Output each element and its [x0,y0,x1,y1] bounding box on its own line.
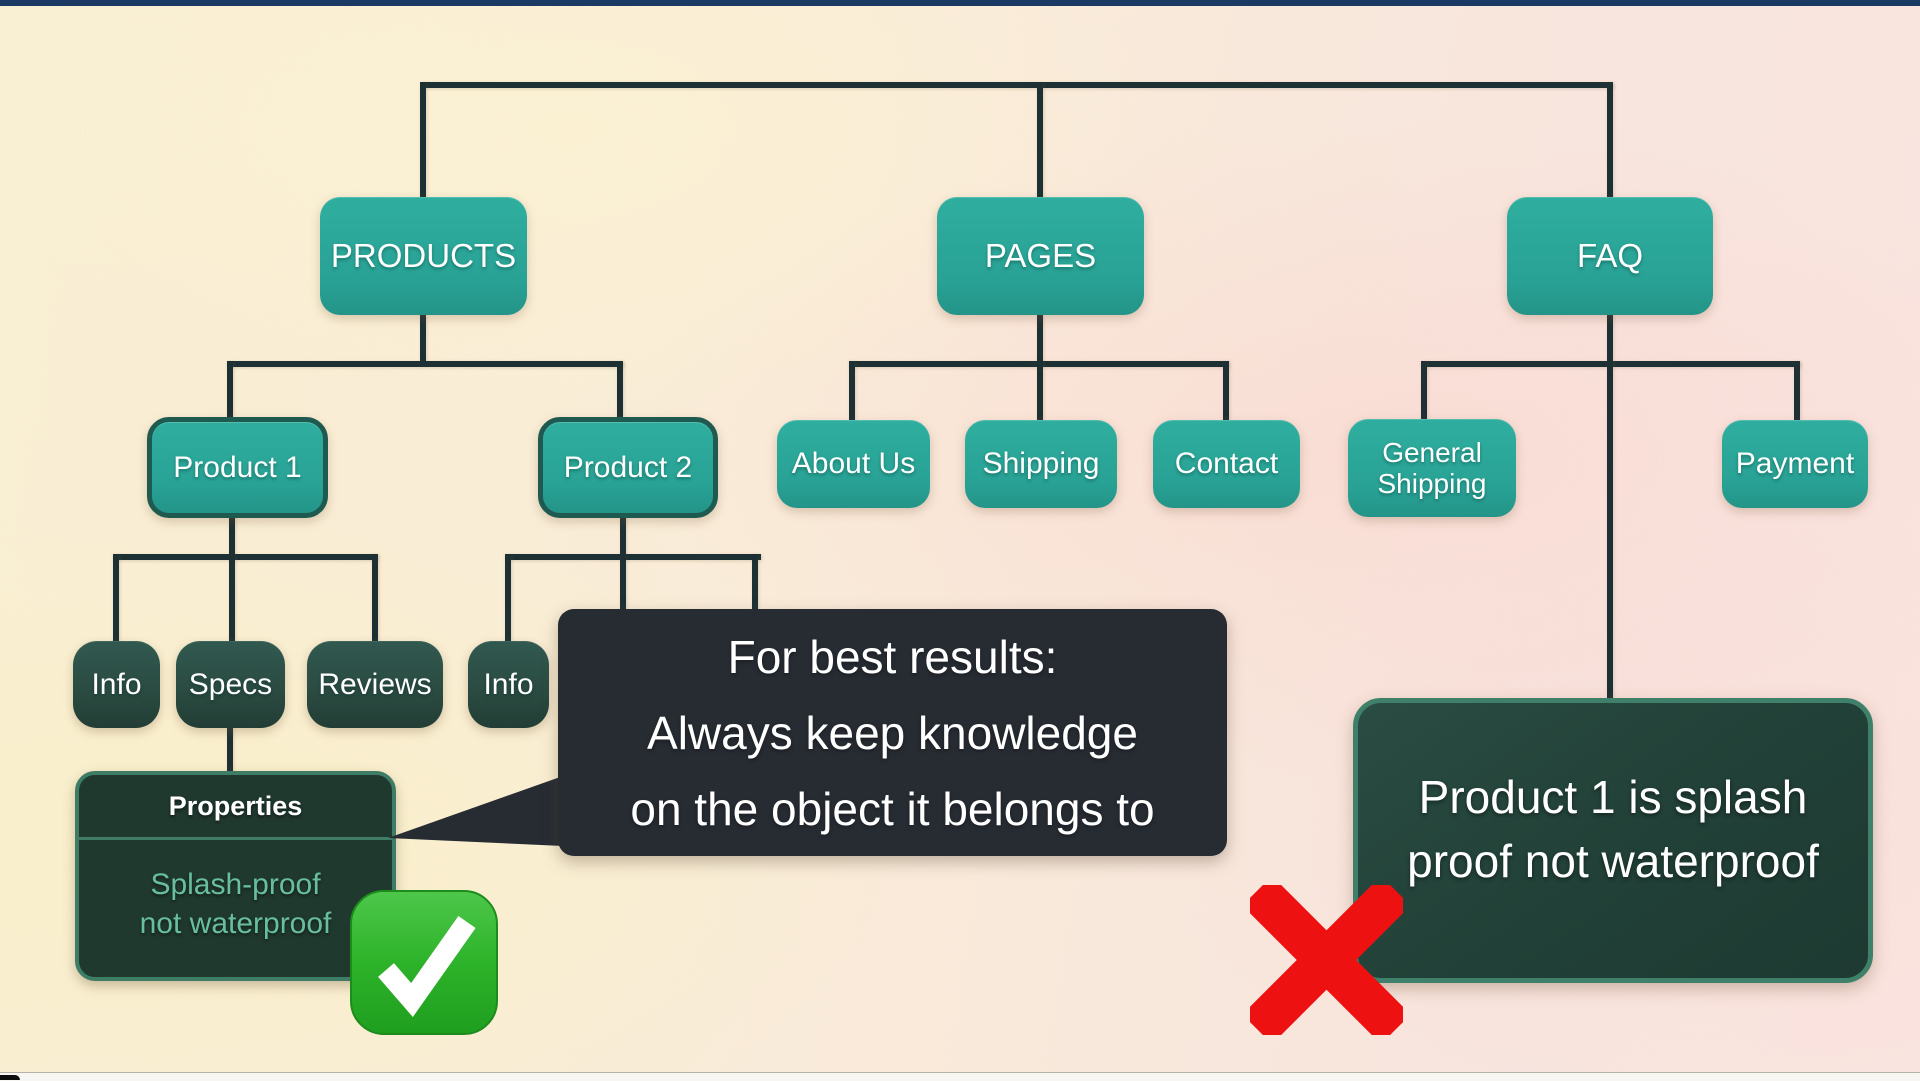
edge-root-to-products [420,82,426,197]
node-reviews: Reviews [307,641,443,728]
window-bottom-strip [0,1072,1920,1081]
node-product1-label: Product 1 [173,450,302,484]
properties-line-1: Splash-proof [150,868,321,901]
callout-line-3: on the object it belongs to [630,782,1155,835]
node-info-product2-label: Info [483,667,534,701]
node-specs-label: Specs [188,667,273,701]
edge-to-specs [229,554,235,641]
node-about-us: About Us [777,420,930,508]
callout-tail [388,776,563,846]
properties-card: Properties Splash-proof not waterproof [75,771,396,981]
node-specs: Specs [176,641,285,728]
edge-products-stem [420,315,426,364]
edge-products-horizontal [227,361,623,367]
edge-specs-to-properties [227,728,233,771]
cross-mark-icon [1250,885,1403,1035]
edge-product2-horizontal [505,554,761,560]
properties-card-divider [79,837,392,840]
callout-line-2: Always keep knowledge [647,706,1138,759]
callout-line-1: For best results: [727,630,1058,683]
check-mark-icon [350,890,498,1035]
edge-to-shipping [1037,361,1043,420]
node-pages: PAGES [937,197,1144,315]
node-products-label: PRODUCTS [330,237,517,274]
node-products: PRODUCTS [320,197,527,315]
window-bottom-corner [0,1075,20,1080]
callout-bubble: For best results: Always keep knowledge … [558,609,1227,856]
node-pages-label: PAGES [984,237,1097,274]
edge-to-product1 [227,361,233,417]
node-payment: Payment [1722,420,1868,508]
edge-to-payment [1794,361,1800,420]
edge-to-about-us [849,361,855,420]
node-product2: Product 2 [538,417,718,518]
edge-product2-hidden-child-1 [620,554,626,610]
edge-to-general-shipping [1421,361,1427,419]
edge-faq-to-note-card [1607,315,1613,698]
node-payment-label: Payment [1735,447,1855,480]
node-info-product2: Info [468,641,549,728]
edge-product1-stem [229,508,235,557]
node-product1: Product 1 [147,417,328,518]
edge-pages-stem [1037,315,1043,364]
node-contact-label: Contact [1174,447,1279,480]
edge-root-to-pages [1037,82,1043,199]
edge-to-product2 [617,361,623,417]
edge-to-reviews [372,554,378,641]
edge-to-contact [1223,361,1229,420]
node-contact: Contact [1153,420,1300,508]
edge-root-horizontal [422,82,1613,88]
node-info-product1-label: Info [91,667,142,701]
node-faq-label: FAQ [1576,237,1644,274]
edge-product2-hidden-child-2 [752,554,758,610]
properties-card-title: Properties [168,790,303,821]
faq-note-card-text: Product 1 is splash proof not waterproof [1407,765,1819,893]
node-product2-label: Product 2 [563,450,693,484]
edge-product1-horizontal [113,554,378,560]
node-general-shipping-label: General Shipping [1377,436,1487,499]
edge-root-to-faq [1607,82,1613,199]
faq-note-line-1: Product 1 is splash [1418,770,1808,823]
properties-card-body: Splash-proof not waterproof [79,840,392,968]
node-shipping: Shipping [965,420,1117,508]
edge-to-info1 [113,554,119,641]
window-top-bar [0,0,1920,6]
node-shipping-label: Shipping [982,447,1100,480]
node-about-us-label: About Us [791,447,916,480]
edge-to-info2 [505,554,511,641]
faq-note-card: Product 1 is splash proof not waterproof [1353,698,1873,983]
node-faq: FAQ [1507,197,1713,315]
node-general-shipping: General Shipping [1348,419,1516,517]
edge-product2-stem [620,508,626,557]
faq-note-line-2: proof not waterproof [1407,834,1819,887]
properties-line-2: not waterproof [139,907,332,940]
node-reviews-label: Reviews [318,667,432,701]
node-info-product1: Info [73,641,160,728]
